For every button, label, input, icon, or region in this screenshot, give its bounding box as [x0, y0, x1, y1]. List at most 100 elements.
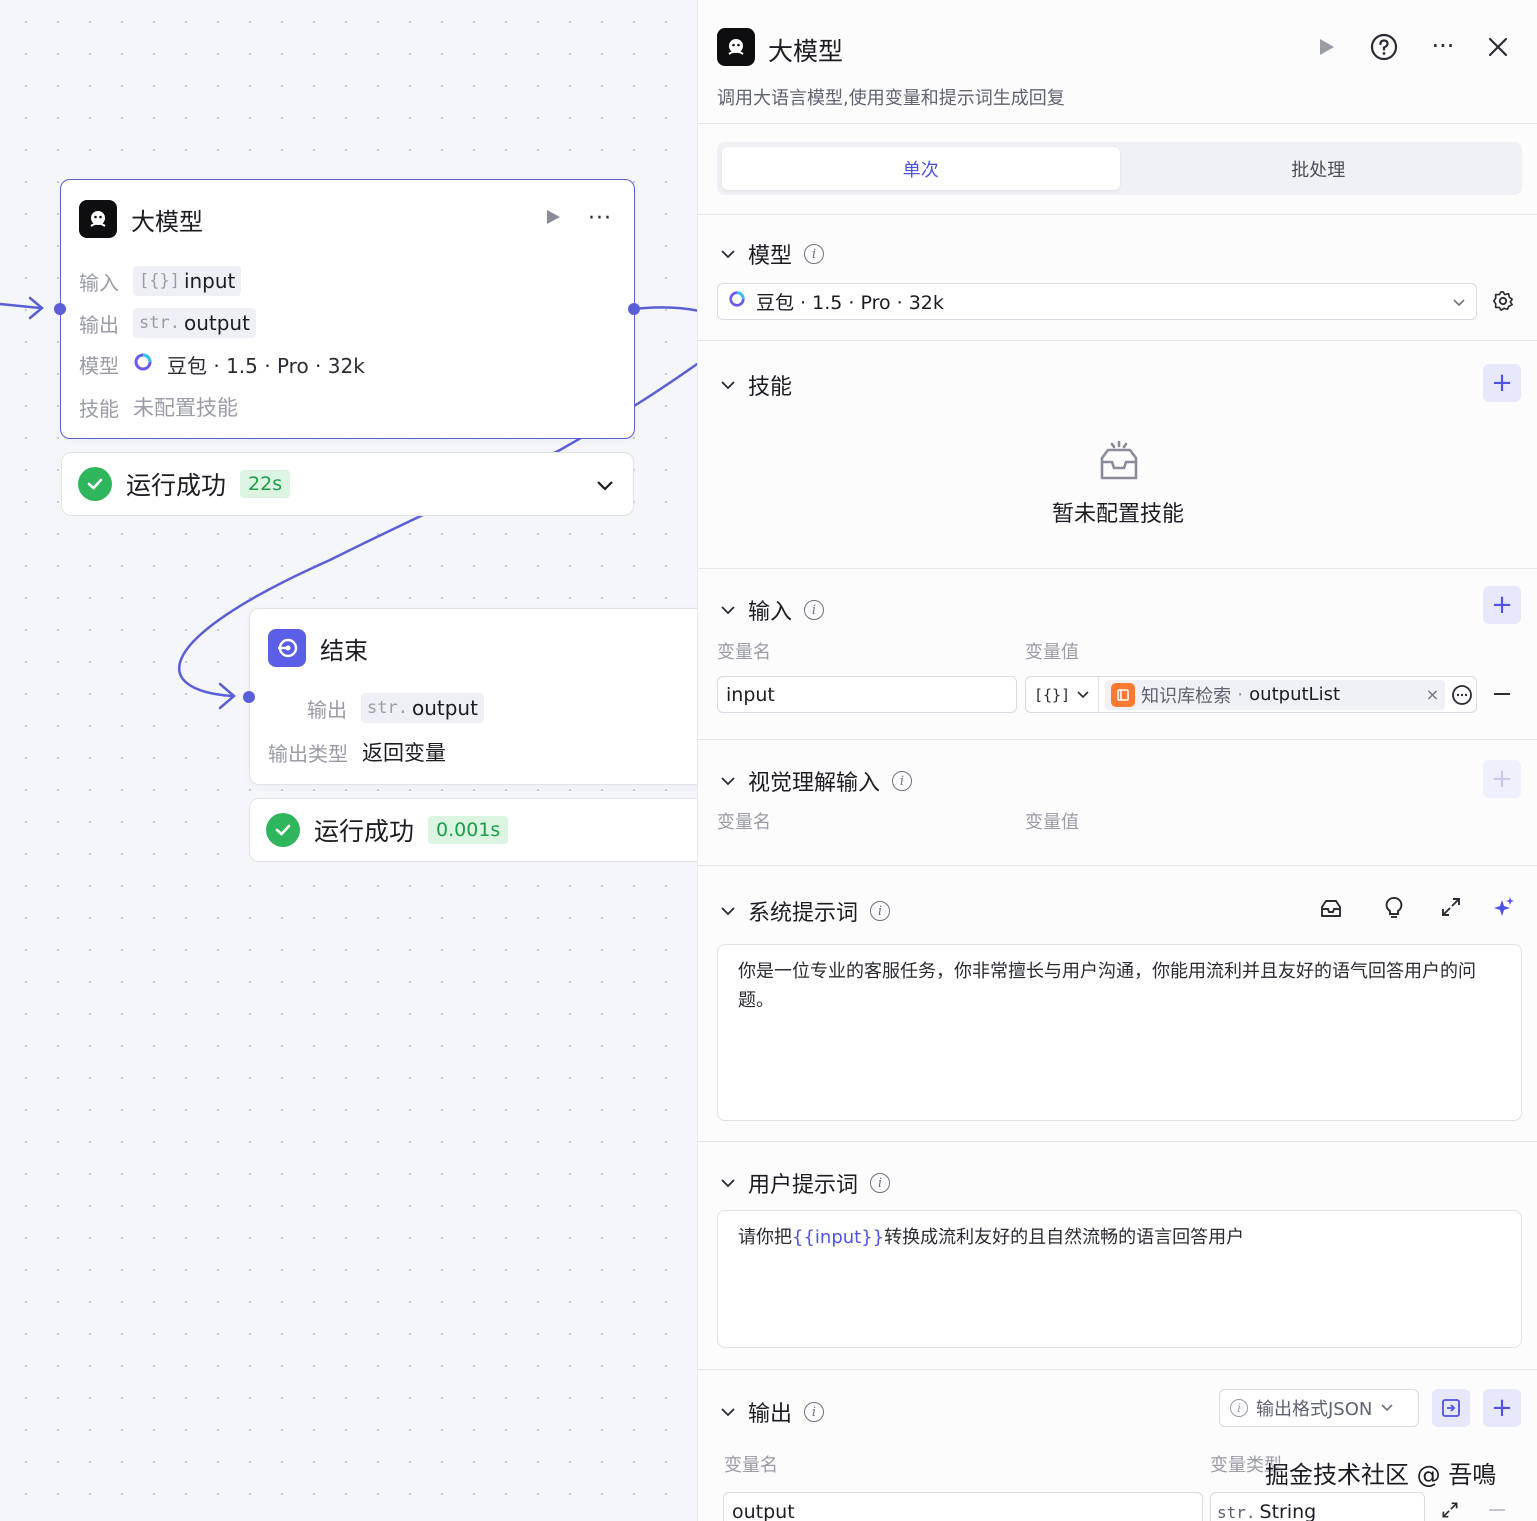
string-type-label: str. [367, 698, 408, 718]
add-vision-input-button[interactable]: + [1483, 760, 1521, 798]
end-input-port[interactable] [243, 691, 255, 703]
duration-badge: 22s [240, 470, 291, 498]
output-label: 输出 [79, 312, 119, 337]
llm-output-port[interactable] [628, 303, 640, 315]
ref-node-name: 知识库检索 [1141, 685, 1232, 707]
doubao-logo-icon [133, 352, 153, 377]
chevron-down-icon [721, 1179, 735, 1188]
string-type-label: str. [139, 313, 180, 333]
output-col-name: 变量名 [724, 1455, 778, 1476]
end-node[interactable]: 结束 输出 str.output 输出类型 返回变量 [249, 608, 719, 785]
expand-icon[interactable] [1439, 895, 1465, 921]
vision-section-header[interactable]: 视觉理解输入 i [720, 765, 913, 797]
llm-input-port[interactable] [54, 303, 66, 315]
node-config-panel: 大模型 ··· 调用大语言模型,使用变量和提示词生成回复 单次 批处理 模型 i… [697, 0, 1537, 1521]
run-icon[interactable] [1316, 36, 1338, 58]
end-run-status[interactable]: 运行成功 0.001s [249, 798, 719, 862]
end-kind-row: 输出类型 返回变量 [268, 737, 446, 767]
remove-input-icon[interactable] [1493, 684, 1511, 704]
lightbulb-icon[interactable] [1381, 895, 1407, 921]
system-prompt-title: 系统提示词 [748, 901, 859, 926]
user-prompt-header[interactable]: 用户提示词 i [720, 1167, 891, 1199]
ref-var-name: outputList [1249, 684, 1341, 705]
skills-empty-text: 暂未配置技能 [1051, 502, 1184, 527]
llm-model-row: 模型 豆包 · 1.5 · Pro · 32k [79, 350, 365, 379]
llm-node-title: 大模型 [131, 207, 203, 236]
end-node-icon [268, 629, 306, 667]
variable-picker-icon[interactable] [1451, 684, 1473, 706]
end-output-row: 输出 str.output [307, 693, 484, 723]
info-icon[interactable]: i [870, 901, 891, 921]
output-var-name-field[interactable]: output [723, 1492, 1203, 1521]
add-output-button[interactable]: + [1483, 1389, 1521, 1427]
skills-section-header[interactable]: 技能 [720, 369, 792, 401]
model-section-title: 模型 [748, 244, 793, 269]
remove-output-icon[interactable] [1488, 1508, 1506, 1512]
input-var-name-field[interactable]: input [717, 676, 1017, 713]
chevron-down-icon [1381, 1404, 1393, 1412]
user-prompt-title: 用户提示词 [748, 1173, 859, 1198]
ai-sparkle-icon[interactable] [1490, 895, 1516, 921]
skills-section-title: 技能 [748, 375, 793, 400]
info-icon[interactable]: i [804, 600, 825, 620]
add-skill-button[interactable]: + [1483, 364, 1521, 402]
tab-single[interactable]: 单次 [722, 147, 1120, 190]
clear-icon[interactable]: × [1425, 685, 1440, 704]
info-icon[interactable]: i [804, 244, 825, 264]
expand-icon[interactable] [1440, 1500, 1460, 1520]
status-text: 运行成功 [314, 817, 415, 846]
output-var: output [183, 311, 250, 335]
more-icon[interactable]: ··· [1431, 32, 1455, 60]
close-icon[interactable] [1486, 35, 1510, 59]
info-icon[interactable]: i [804, 1402, 825, 1422]
type-selector[interactable]: [{}] [1026, 677, 1100, 712]
model-value: 豆包 · 1.5 · Pro · 32k [167, 354, 365, 378]
skill-label: 技能 [79, 396, 119, 421]
output-col-type: 变量类型 [1210, 1455, 1282, 1476]
model-section-header[interactable]: 模型 i [720, 238, 825, 270]
input-col-value: 变量值 [1025, 642, 1079, 663]
info-icon[interactable]: i [892, 771, 913, 791]
output-type-select[interactable]: str. String [1210, 1492, 1425, 1521]
object-type-icon: [{}] [139, 271, 180, 291]
empty-box-icon [1096, 440, 1142, 486]
model-label: 模型 [79, 354, 119, 378]
output-format-select[interactable]: i 输出格式JSON [1219, 1389, 1419, 1427]
run-node-icon[interactable] [544, 208, 562, 230]
output-chip: str.output [133, 308, 256, 338]
output-type-value: String [1259, 1501, 1317, 1521]
user-prompt-text-before: 请你把 [738, 1227, 792, 1248]
ref-separator: · [1237, 683, 1244, 706]
llm-output-row: 输出 str.output [79, 308, 256, 338]
vision-col-value: 变量值 [1025, 812, 1079, 833]
user-prompt-editor[interactable]: 请你把{{input}}转换成流利友好的且自然流畅的语言回答用户 [717, 1210, 1522, 1348]
chevron-down-icon[interactable] [595, 475, 615, 499]
help-icon[interactable] [1370, 33, 1398, 61]
llm-node[interactable]: 大模型 ··· 输入 [{}]input 输出 str.output 模型 豆包… [60, 179, 635, 439]
prompt-variable: {{input}} [792, 1227, 885, 1248]
tab-batch[interactable]: 批处理 [1291, 159, 1346, 181]
chevron-down-icon [721, 777, 735, 786]
add-input-button[interactable]: + [1483, 586, 1521, 624]
input-section-header[interactable]: 输入 i [720, 594, 825, 626]
model-settings-gear-icon[interactable] [1492, 290, 1514, 312]
info-icon[interactable]: i [870, 1173, 891, 1193]
model-select[interactable]: 豆包 · 1.5 · Pro · 32k [717, 283, 1477, 320]
import-output-icon[interactable] [1432, 1389, 1470, 1427]
prompt-library-icon[interactable] [1318, 895, 1344, 921]
string-type-label: str. [1217, 1502, 1256, 1521]
end-output-label: 输出 [307, 697, 347, 722]
chevron-down-icon [721, 381, 735, 390]
input-var-value-select[interactable]: [{}] 知识库检索 · outputList × [1025, 676, 1477, 713]
more-icon[interactable]: ··· [588, 206, 612, 231]
system-prompt-header[interactable]: 系统提示词 i [720, 895, 891, 927]
skill-value: 未配置技能 [133, 396, 238, 420]
output-section-header[interactable]: 输出 i [720, 1396, 825, 1428]
doubao-logo-icon [728, 290, 746, 313]
system-prompt-editor[interactable]: 你是一位专业的客服任务，你非常擅长与用户沟通，你能用流利并且友好的语气回答用户的… [717, 944, 1522, 1121]
end-output-var: output [411, 696, 478, 720]
chevron-down-icon [1077, 690, 1089, 698]
end-output-chip: str.output [361, 693, 484, 723]
run-mode-tabs: 单次 批处理 [717, 142, 1522, 195]
llm-run-status[interactable]: 运行成功 22s [61, 452, 634, 516]
